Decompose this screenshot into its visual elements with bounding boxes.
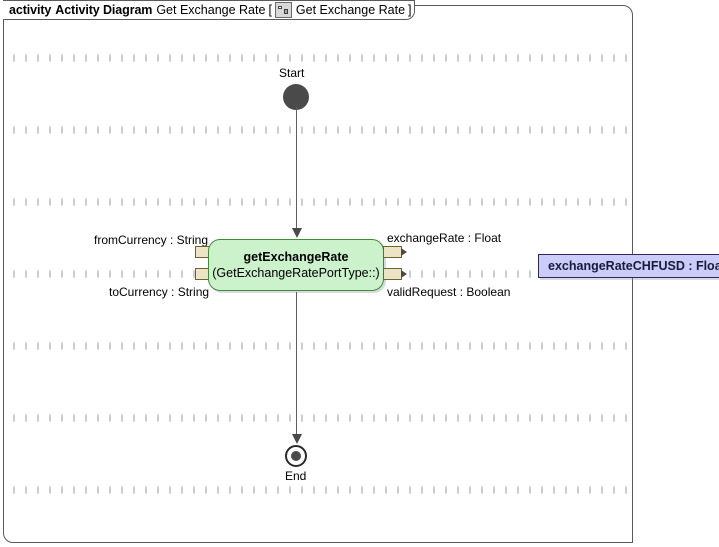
- header-context-name: Get Exchange Rate: [295, 3, 406, 17]
- output-pin-label-exchange-rate: exchangeRate : Float: [387, 231, 502, 245]
- header-type-label: Activity Diagram: [55, 3, 153, 17]
- output-pin-label-valid-request: validRequest : Boolean: [387, 285, 511, 299]
- control-flow-edge-start-to-activity[interactable]: [296, 107, 297, 235]
- activity-node-get-exchange-rate[interactable]: getExchangeRate (GetExchangeRatePortType…: [208, 239, 384, 291]
- header-diagram-name: Get Exchange Rate: [156, 3, 266, 17]
- control-flow-edge-activity-to-end[interactable]: [296, 292, 297, 440]
- activity-node-icon: [274, 2, 292, 18]
- output-pin-exchange-rate[interactable]: [383, 246, 402, 258]
- output-pin-arrow-valid-request: [401, 270, 407, 278]
- diagram-header-tab[interactable]: activity Activity Diagram Get Exchange R…: [3, 0, 415, 20]
- activity-node-title: getExchangeRate: [243, 249, 349, 264]
- header-open-bracket: [: [268, 3, 272, 17]
- object-node-exchange-rate-chfusd[interactable]: exchangeRateCHFUSD : Float: [538, 254, 719, 278]
- input-pin-label-from-currency: fromCurrency : String: [94, 233, 209, 247]
- end-node[interactable]: [285, 445, 307, 467]
- end-node-label: End: [285, 469, 307, 483]
- control-flow-arrowhead-bottom: [292, 434, 302, 444]
- control-flow-arrowhead-top: [292, 228, 302, 238]
- input-pin-label-to-currency: toCurrency : String: [109, 285, 210, 299]
- header-keyword: activity: [9, 3, 52, 17]
- output-pin-arrow-exchange-rate: [401, 248, 407, 256]
- activity-node-subtitle: (GetExchangeRatePortType::): [212, 265, 380, 280]
- output-pin-valid-request[interactable]: [383, 268, 402, 280]
- header-close-bracket: ]: [408, 3, 412, 17]
- start-node[interactable]: [283, 84, 309, 110]
- start-node-label: Start: [279, 66, 305, 80]
